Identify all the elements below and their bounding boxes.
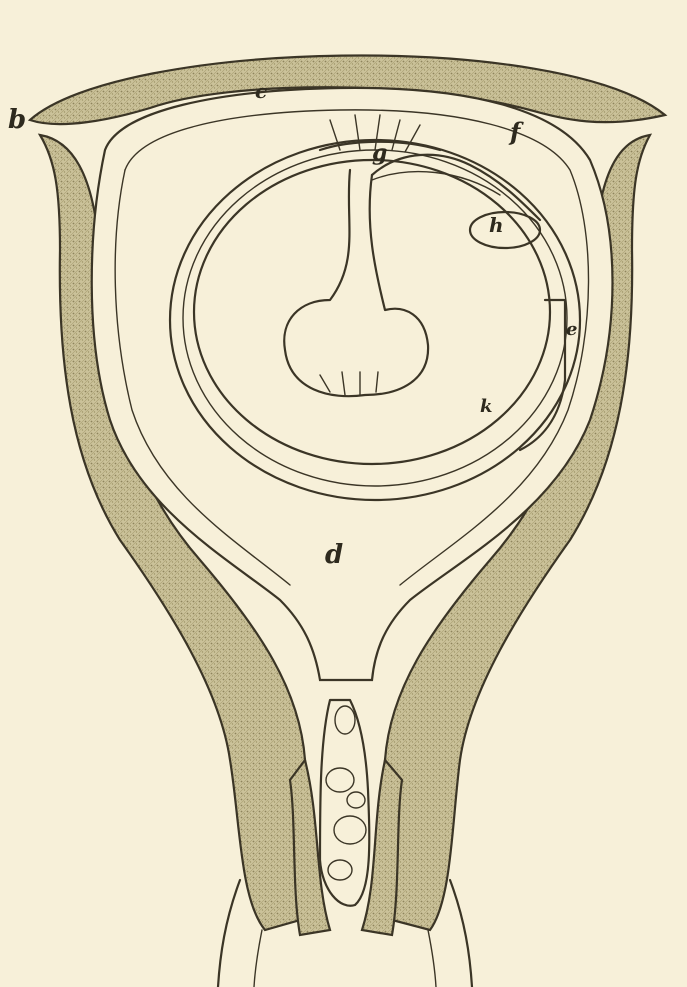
cervical-plug: [320, 700, 369, 906]
label-e: e: [566, 319, 577, 340]
label-g: g: [372, 140, 387, 166]
label-d: d: [325, 540, 343, 570]
label-k: k: [480, 396, 492, 417]
label-b: b: [8, 105, 26, 135]
label-c: c: [255, 79, 267, 103]
label-h: h: [489, 213, 504, 237]
